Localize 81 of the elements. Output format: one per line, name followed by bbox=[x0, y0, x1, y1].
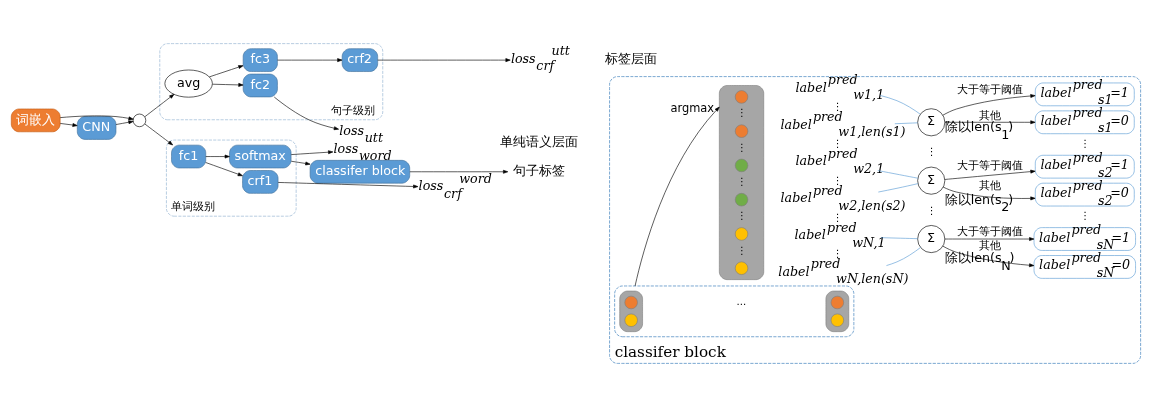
node-box: fc3 bbox=[242, 48, 278, 72]
node-circle bbox=[624, 295, 638, 310]
label: ⋮ bbox=[926, 146, 937, 158]
arrow bbox=[144, 94, 175, 118]
arrow bbox=[377, 58, 511, 62]
edge-label: 大于等于阈值 bbox=[956, 82, 1023, 97]
label: ⋮ bbox=[736, 175, 747, 187]
label: ⋮ bbox=[1079, 137, 1090, 149]
node-circle: Σ bbox=[917, 225, 946, 253]
node-circle bbox=[734, 193, 749, 207]
node-circle bbox=[734, 158, 749, 173]
connector bbox=[879, 95, 921, 115]
arrow bbox=[212, 83, 244, 87]
node-box: classifer block bbox=[309, 160, 411, 184]
edge-label: 大于等于阈值 bbox=[956, 224, 1023, 239]
cluster bbox=[719, 85, 765, 280]
arrow bbox=[115, 120, 134, 125]
node-box: softmax bbox=[229, 144, 292, 169]
connector bbox=[878, 183, 919, 193]
cluster bbox=[825, 290, 850, 332]
label: 单纯语义层面 bbox=[500, 133, 579, 149]
arrow bbox=[277, 58, 343, 62]
node-box: 词嵌入 bbox=[11, 108, 61, 133]
node-circle bbox=[830, 295, 844, 310]
edge-label: 其他 bbox=[979, 177, 1002, 192]
arrow bbox=[634, 106, 720, 287]
arrow bbox=[205, 154, 230, 159]
node-box: crf1 bbox=[242, 170, 279, 194]
arrow bbox=[944, 120, 1036, 125]
edge-label: 其他 bbox=[979, 107, 1002, 122]
node-box: crf2 bbox=[341, 48, 378, 72]
node-circle: Σ bbox=[917, 166, 946, 195]
node-circle bbox=[830, 313, 844, 327]
node-circle bbox=[734, 90, 749, 104]
node-text: 句子标签 bbox=[513, 162, 566, 178]
label: ⋮ bbox=[736, 244, 747, 256]
arrow bbox=[944, 169, 1036, 180]
node-circle bbox=[734, 227, 749, 241]
node-box: fc1 bbox=[171, 144, 207, 169]
arrow bbox=[205, 162, 243, 177]
arrow bbox=[277, 182, 419, 189]
node-box: fc2 bbox=[242, 73, 278, 98]
arrow bbox=[59, 115, 134, 121]
edge-label: 其他 bbox=[979, 237, 1002, 252]
arrow bbox=[209, 65, 244, 78]
node-circle: Σ bbox=[917, 108, 946, 137]
node-circle bbox=[734, 124, 749, 138]
connector bbox=[880, 237, 918, 239]
label: ⋮ bbox=[736, 107, 747, 119]
arrow bbox=[144, 123, 173, 146]
label: ... bbox=[736, 295, 747, 307]
label: ⋮ bbox=[832, 211, 843, 223]
arrow bbox=[59, 123, 78, 127]
edge-label: argmax bbox=[670, 101, 715, 116]
node-circle bbox=[624, 313, 638, 327]
arrow bbox=[944, 237, 1035, 241]
label: ⋮ bbox=[832, 174, 843, 186]
node-circle bbox=[132, 113, 147, 128]
edge-label: 大于等于阈值 bbox=[956, 158, 1023, 173]
node-circle bbox=[734, 261, 749, 275]
cluster bbox=[614, 285, 855, 338]
arrow bbox=[942, 94, 1036, 116]
arrow bbox=[290, 160, 311, 166]
label: ⋮ bbox=[832, 248, 843, 260]
connector bbox=[894, 122, 918, 125]
connector bbox=[877, 170, 919, 179]
arrow bbox=[942, 245, 1035, 268]
arrow bbox=[273, 96, 339, 131]
label: ⋮ bbox=[736, 210, 747, 222]
label: ⋮ bbox=[736, 141, 747, 153]
arrow bbox=[409, 169, 509, 174]
label: ⋮ bbox=[832, 101, 843, 113]
arrow bbox=[942, 186, 1036, 201]
arrow bbox=[290, 150, 334, 155]
label: 标签层面 bbox=[605, 51, 658, 67]
connector bbox=[886, 247, 921, 266]
label: ⋮ bbox=[926, 205, 937, 217]
label: ⋮ bbox=[1079, 210, 1090, 222]
cluster bbox=[619, 290, 643, 332]
label: ⋮ bbox=[832, 137, 843, 149]
node-box: CNN bbox=[76, 116, 117, 140]
